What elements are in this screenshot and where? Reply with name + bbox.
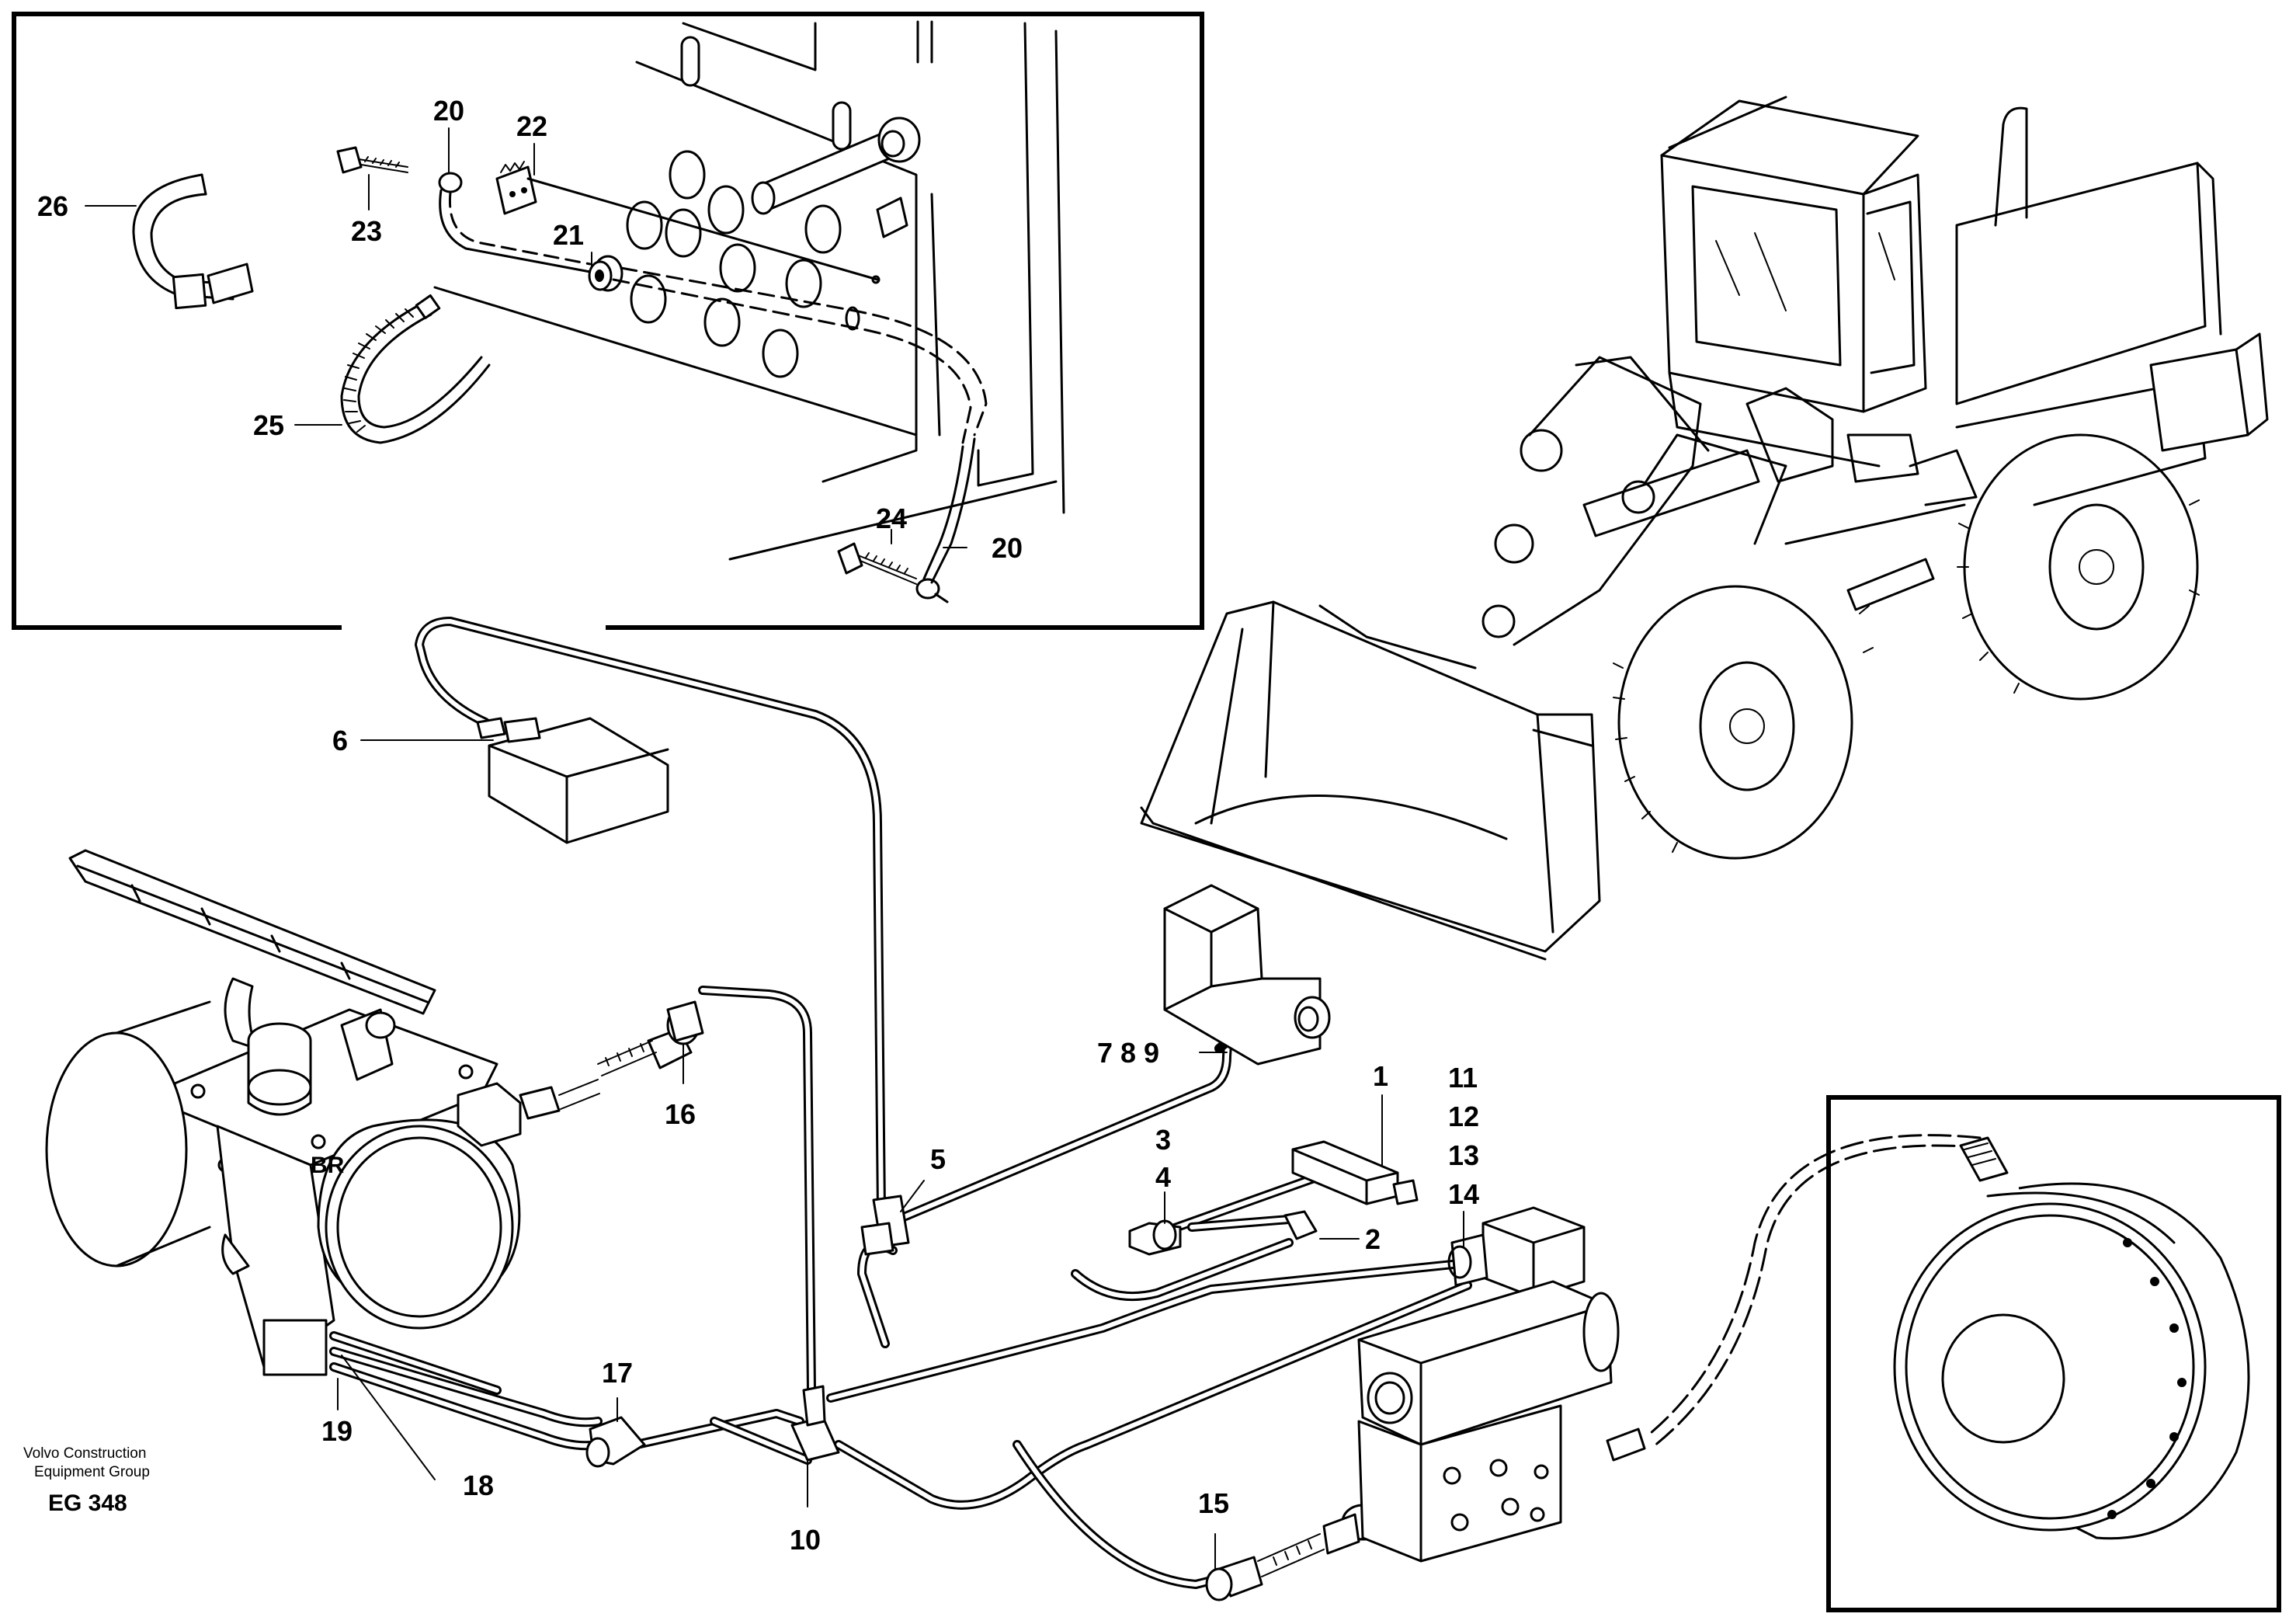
company-name-line1: Volvo Construction: [23, 1445, 146, 1462]
company-name-line2: Equipment Group: [34, 1464, 150, 1480]
callout-6: 6: [332, 725, 348, 756]
bolt-23-icon: [336, 146, 408, 174]
callout-15: 15: [1198, 1487, 1229, 1519]
callout-10: 10: [790, 1524, 821, 1556]
callout-7-8-9: 7 8 9: [1097, 1037, 1159, 1069]
bolt-24-icon: [837, 542, 917, 585]
callout-13: 13: [1448, 1139, 1479, 1171]
wall-pipe: [751, 116, 921, 215]
fuse-holder-22-icon: [495, 161, 537, 215]
fitting-16: [597, 1000, 704, 1076]
callout-20-upper: 20: [433, 95, 464, 127]
cab: [1660, 96, 1927, 468]
connector-3-4: [1128, 1219, 1182, 1256]
bucket: [1140, 600, 1601, 961]
brake-pedal-valve-assembly: BR: [45, 849, 600, 1376]
callout-23: 23: [351, 215, 382, 247]
callout-19: 19: [321, 1415, 353, 1447]
callout-12: 12: [1448, 1101, 1479, 1132]
fitting-17: [585, 1416, 646, 1468]
callout-21: 21: [553, 219, 584, 251]
callout-26: 26: [37, 190, 68, 222]
brake-pipes: [329, 617, 1480, 1589]
pressure-sensor-7-8-9: [1163, 884, 1331, 1066]
callout-16: 16: [665, 1098, 696, 1130]
drawing-credit: Volvo Construction Equipment Group EG 34…: [23, 1445, 150, 1516]
connector-2: [1283, 1210, 1318, 1240]
cable-tie-25-icon: [340, 294, 491, 444]
brake-light-switch-1: [1291, 1140, 1419, 1205]
tee-fitting-5: [860, 1195, 910, 1256]
panel-holes: [626, 150, 842, 378]
callout-3: 3: [1155, 1124, 1171, 1156]
relay-box-6: [476, 717, 669, 844]
tee-fitting-10: [790, 1385, 840, 1462]
drawing-code: EG 348: [48, 1490, 127, 1516]
callout-4: 4: [1155, 1161, 1171, 1193]
strap-26-icon: [132, 173, 254, 310]
ground-cable-20-upper: [438, 172, 592, 273]
callout-25: 25: [253, 409, 284, 441]
callout-24: 24: [876, 503, 907, 534]
leader-lines: [337, 739, 1464, 1570]
grommet-21-icon: [588, 255, 623, 292]
valve-marking-text: BR: [311, 1153, 345, 1178]
callout-17: 17: [602, 1357, 633, 1389]
callout-20-lower: 20: [992, 532, 1023, 564]
wheel-loader-illustration: [1140, 96, 2269, 961]
fitting-15: [1205, 1504, 1384, 1601]
callout-5: 5: [930, 1143, 946, 1175]
callout-1: 1: [1373, 1060, 1388, 1092]
brake-valve-block-11-14: [1357, 1206, 1620, 1563]
inset-detail-mounting: [12, 12, 1204, 630]
inset-detail-brake-unit: [1606, 1095, 2281, 1612]
callout-14: 14: [1448, 1178, 1479, 1210]
callout-22: 22: [516, 110, 547, 142]
callout-18: 18: [463, 1469, 494, 1501]
callout-11: 11: [1448, 1062, 1478, 1094]
callout-labels: 26 25 20 22 23 21 24 20 6 7 8 9 1 3 4 2 …: [37, 95, 1479, 1556]
callout-2: 2: [1365, 1223, 1381, 1255]
